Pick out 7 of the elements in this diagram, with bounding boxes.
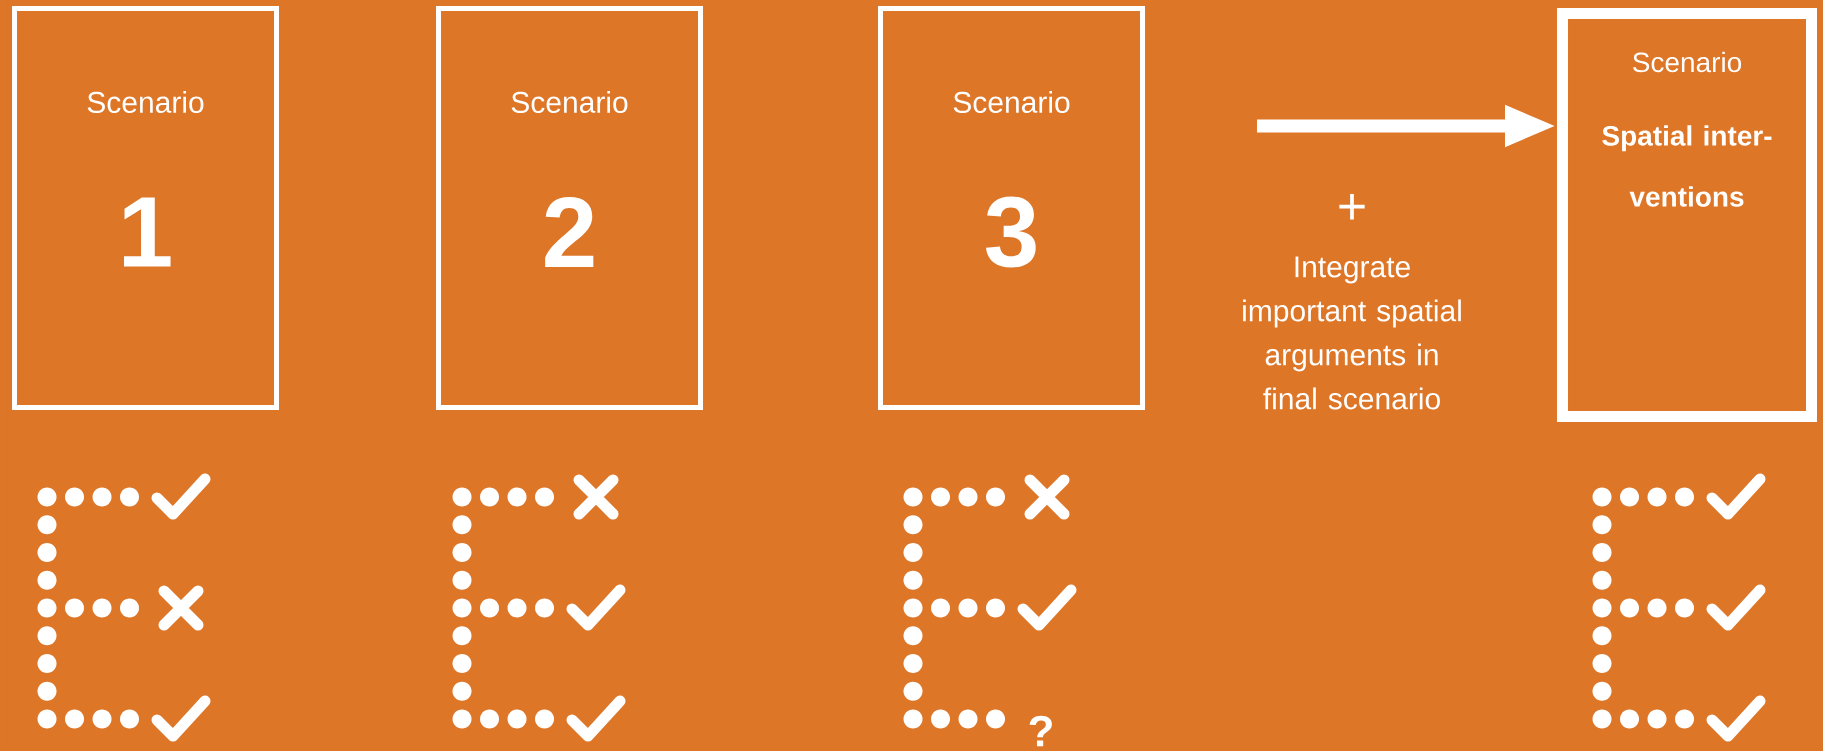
- note-text: Integrate important spatial arguments in final scenario: [1243, 256, 1461, 410]
- scenario-box: Scenario 3: [878, 6, 1145, 410]
- scenario-box: Scenario 2: [436, 6, 703, 410]
- scenario-box: Scenario Spatial inter-ventions: [1557, 8, 1817, 422]
- scenario-box: Scenario 1: [12, 6, 279, 410]
- question-mark: ?: [1029, 715, 1052, 747]
- plus-sign: +: [1339, 194, 1365, 220]
